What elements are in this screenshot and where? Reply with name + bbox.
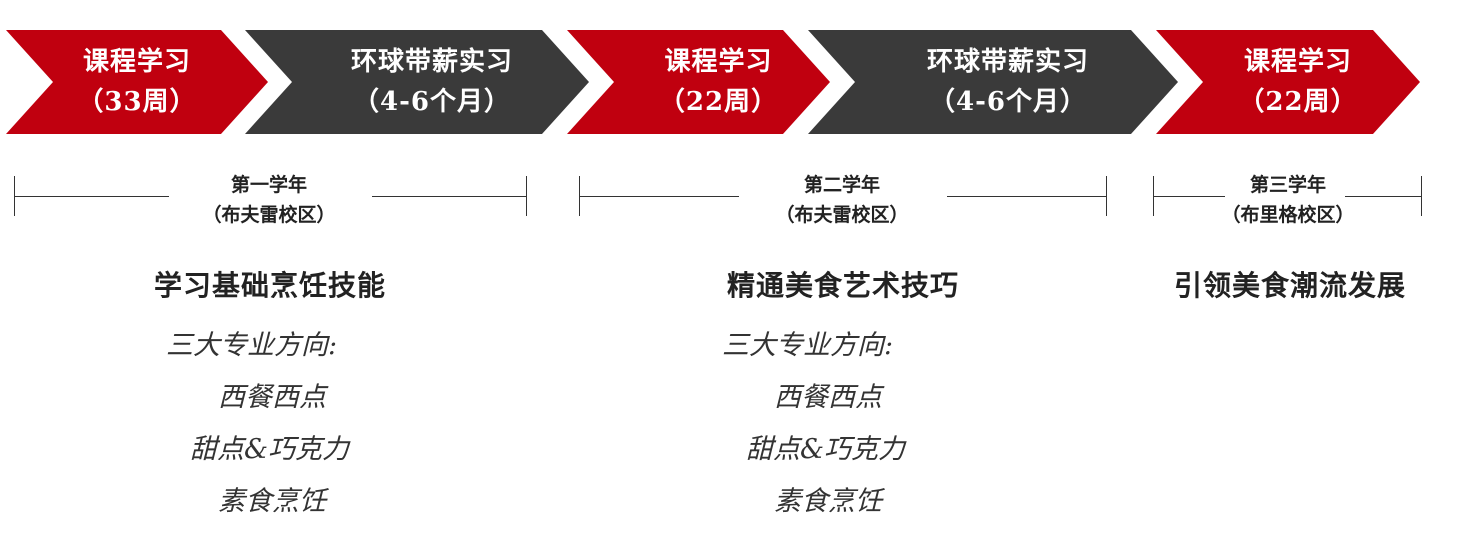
stage-3-chevron: 课程学习 （22周） (567, 30, 830, 134)
year-3-label: 第三学年 (1245, 170, 1330, 200)
stage-3-duration: （22周） (658, 87, 779, 117)
bracket-line-left (579, 196, 739, 197)
specializations-heading: 三大专业方向: (166, 330, 338, 361)
chevron-shape (245, 30, 589, 134)
stage-4-duration: （4-6个月） (929, 87, 1087, 117)
list-item: 甜点&巧克力 (190, 434, 350, 465)
bracket-tick-right (1421, 176, 1422, 216)
year-1-specializations: 三大专业方向: 西餐西点 甜点&巧克力 素食烹饪 (120, 320, 440, 528)
chevron-shape (1156, 30, 1420, 134)
year-2-goal: 精通美食艺术技巧 (726, 269, 959, 302)
stage-2-title: 环球带薪实习 (350, 47, 513, 77)
stage-1-chevron: 课程学习 （33周） (6, 30, 268, 134)
chevron-shape (808, 30, 1178, 134)
stage-4-chevron: 环球带薪实习 （4-6个月） (808, 30, 1178, 134)
stage-2-duration: （4-6个月） (353, 87, 511, 117)
bracket-line-right (1345, 196, 1422, 197)
bracket-line-right (372, 196, 527, 197)
year-2-specializations: 三大专业方向: 西餐西点 甜点&巧克力 素食烹饪 (676, 320, 996, 528)
list-item: 西餐西点 (774, 382, 882, 413)
year-3-goal: 引领美食潮流发展 (1173, 269, 1406, 302)
stage-1-duration: （33周） (77, 87, 197, 117)
list-item: 甜点&巧克力 (746, 434, 906, 465)
year-2-bracket: 第二学年 （布夫雷校区） (579, 170, 1107, 230)
chevron-shape (567, 30, 830, 134)
specializations-heading: 三大专业方向: (722, 330, 894, 361)
stage-2-chevron: 环球带薪实习 （4-6个月） (245, 30, 589, 134)
year-2-campus: （布夫雷校区） (775, 204, 909, 226)
stage-5-title: 课程学习 (1243, 47, 1352, 77)
stage-3-title: 课程学习 (664, 47, 773, 77)
list-item: 素食烹饪 (218, 486, 326, 517)
bracket-tick-right (1106, 176, 1107, 216)
year-1-goal: 学习基础烹饪技能 (153, 269, 386, 302)
year-3-campus: （布里格校区） (1221, 204, 1355, 226)
chevron-shape (6, 30, 268, 134)
stage-5-duration: （22周） (1238, 87, 1358, 117)
process-timeline: 课程学习 （33周） 环球带薪实习 （4-6个月） 课程学习 （22周） 环球带… (0, 0, 1457, 150)
list-item: 素食烹饪 (774, 486, 882, 517)
stage-5-chevron: 课程学习 （22周） (1156, 30, 1420, 134)
year-3-bracket: 第三学年 （布里格校区） (1153, 170, 1422, 230)
bracket-line-right (947, 196, 1107, 197)
list-item: 西餐西点 (218, 382, 326, 413)
stage-1-title: 课程学习 (82, 47, 191, 77)
bracket-line-left (1153, 196, 1225, 197)
bracket-tick-right (526, 176, 527, 216)
year-1-bracket: 第一学年 （布夫雷校区） (14, 170, 527, 230)
bracket-line-left (14, 196, 169, 197)
year-1-campus: （布夫雷校区） (202, 204, 336, 226)
year-1-label: 第一学年 (230, 174, 307, 196)
stage-4-title: 环球带薪实习 (926, 47, 1089, 77)
year-2-label: 第二学年 (803, 174, 880, 196)
